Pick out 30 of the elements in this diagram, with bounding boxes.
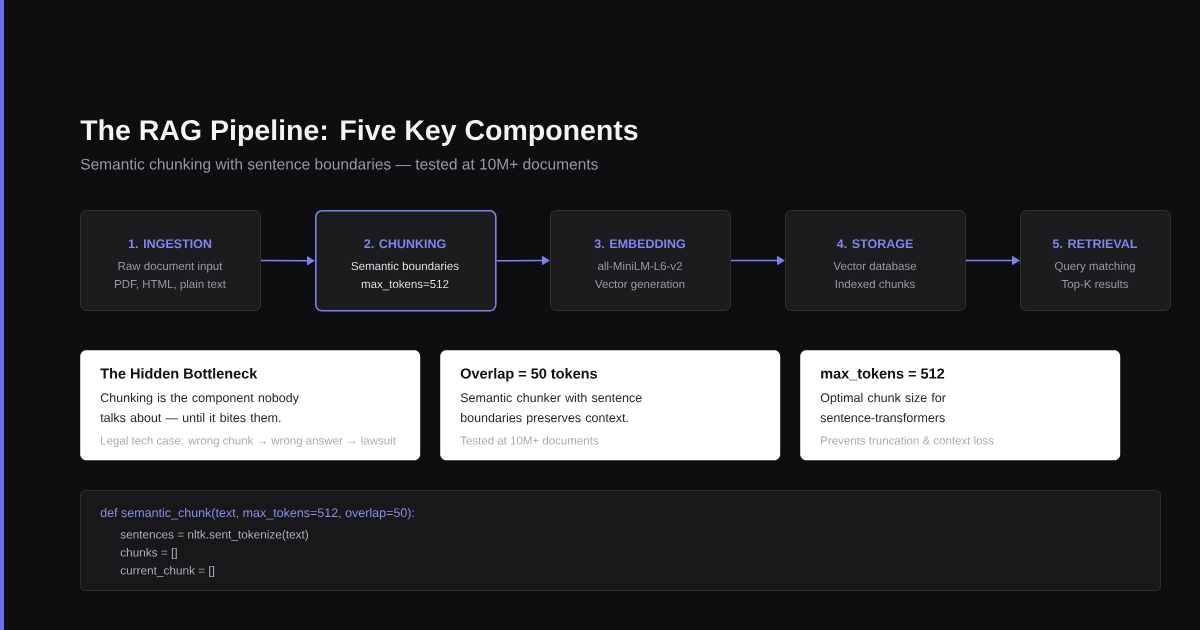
card-title: The Hidden Bottleneck [100,368,258,379]
step-text: Vector generation [595,279,685,291]
code-line: sentences = nltk.sent_tokenize(text) [120,529,308,541]
step-text: Vector database [833,261,917,271]
card-note: Prevents truncation & context loss [821,436,994,445]
subtitle: Semantic chunking with sentence boundaries — tested at 10M+ documents [80,158,598,173]
step-text: Query matching [1054,261,1135,273]
step-text: max_tokens=512 [361,279,449,291]
step-text: Raw document input [118,261,223,273]
card-text: Semantic chunker with sentence boundaries preserves context. [460,392,642,425]
card-title: max_tokens = 512 [821,368,945,381]
step-text: all-MiniLM-L6-v2 [598,261,682,271]
step-title: 3. EMBEDDING [594,239,685,249]
card-text: Chunking is the component nobody talks about — until it bites them. [100,392,299,423]
step-text: Top-K results [1061,279,1129,291]
code-line: current_chunk = [] [120,565,215,577]
card-text: Optimal chunk size for sentence-transformers [820,392,946,423]
step-text: Indexed chunks [835,279,915,289]
step-title: 5. RETRIEVAL [1052,239,1138,249]
title: The RAG Pipeline: Five Key Components [80,119,638,146]
step-title: 1. INGESTION [128,239,212,249]
code-line: def semantic_chunk(text, max_tokens=512, overlap=50): [100,507,414,520]
step-text: Semantic boundaries [351,261,459,271]
code-line: chunks = [] [120,547,177,559]
step-text: PDF, HTML, plain text [115,279,226,291]
card-note: Legal tech case: wrong chunk → wrong answer → lawsuit [101,436,396,447]
step-title: 4. STORAGE [836,239,913,249]
step-title: 2. CHUNKING [364,239,446,249]
card-title: Overlap = 50 tokens [460,368,598,382]
card-note: Tested at 10M+ documents [460,436,599,445]
